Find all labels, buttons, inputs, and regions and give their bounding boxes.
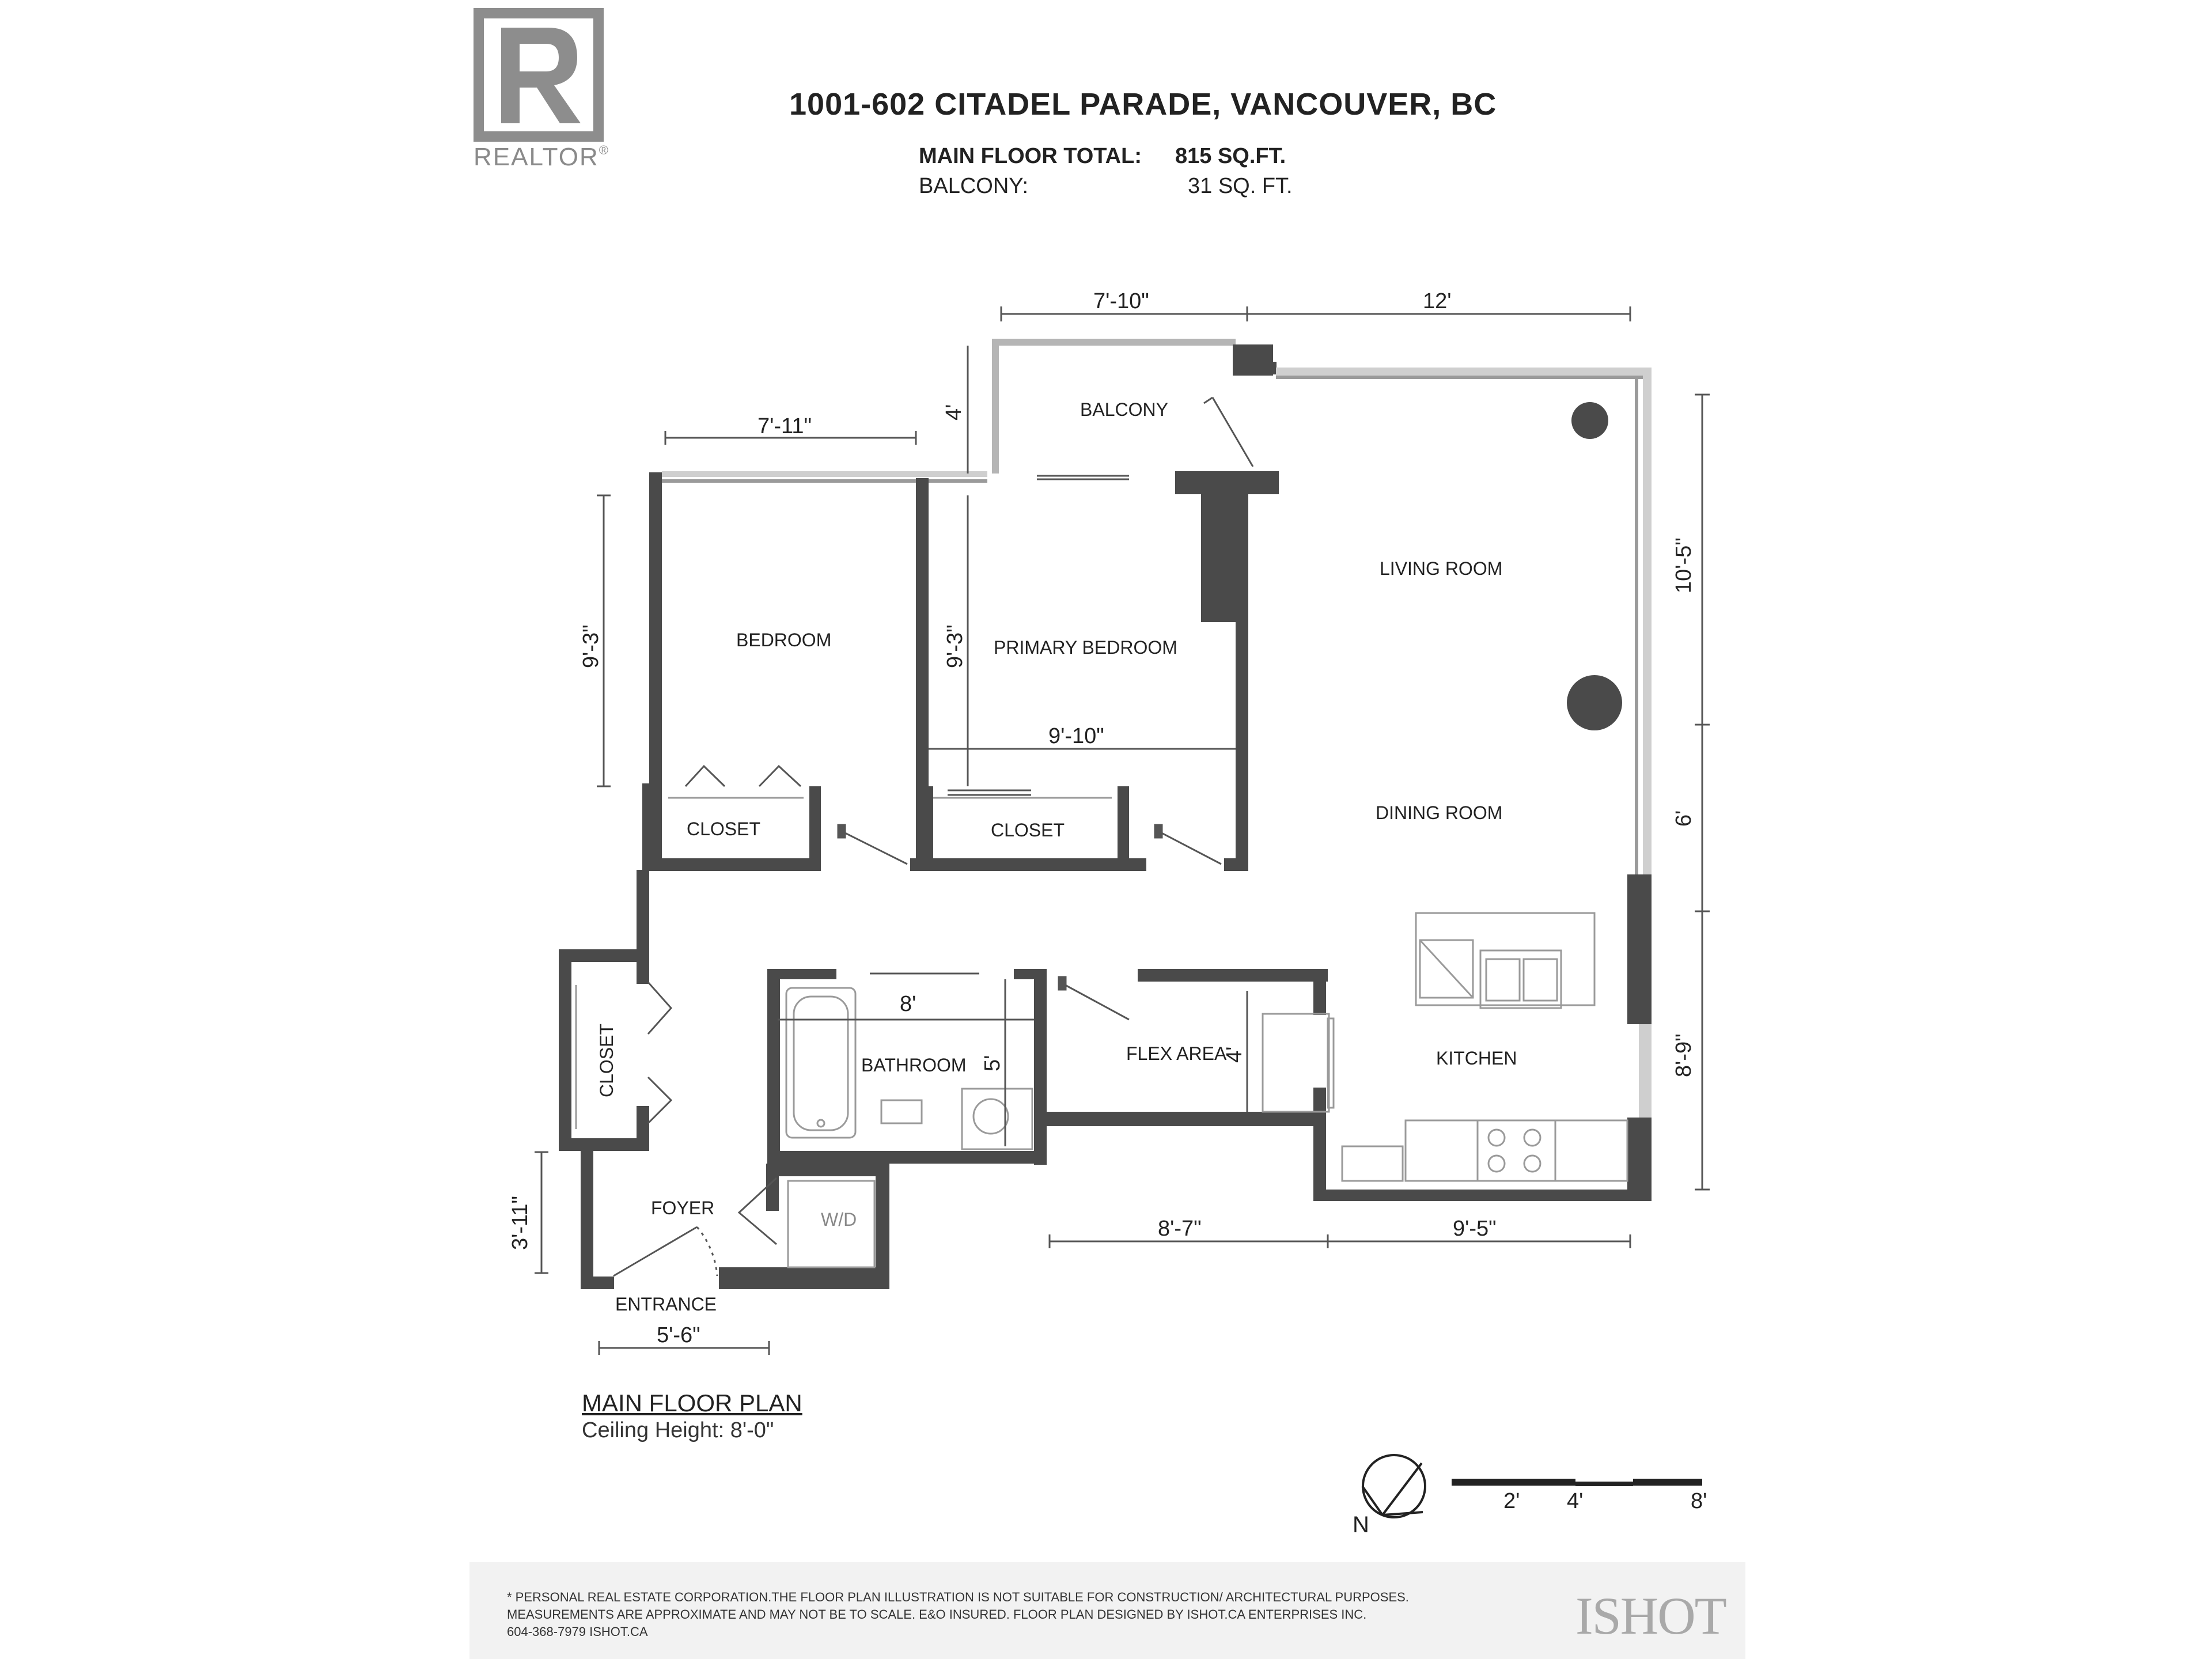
main-floor-value: 815 SQ.FT. — [1175, 144, 1286, 168]
footer-band — [469, 1562, 1745, 1659]
dim-kitchen-height: 8'-9" — [1672, 1033, 1696, 1077]
dim-foyer-height: 3'-11" — [508, 1196, 532, 1250]
label-bedroom: BEDROOM — [736, 630, 831, 650]
property-address: 1001-602 CITADEL PARADE, VANCOUVER, BC — [789, 87, 1497, 122]
registered-mark: ® — [599, 143, 609, 157]
scale-tick-4: 4' — [1567, 1489, 1583, 1513]
label-closet-primary: CLOSET — [991, 820, 1065, 840]
dim-primary-width: 9'-10" — [1048, 724, 1104, 748]
label-kitchen: KITCHEN — [1436, 1048, 1517, 1069]
dim-balcony-width: 7'-10" — [1093, 289, 1149, 313]
doors — [613, 396, 1254, 1277]
balcony-label: BALCONY: — [919, 174, 1029, 198]
plan-title: MAIN FLOOR PLAN — [582, 1389, 802, 1416]
ishot-logo: ISHOT — [1575, 1586, 1727, 1645]
label-foyer: FOYER — [651, 1198, 714, 1218]
dim-primary-height: 9'-3" — [943, 624, 967, 668]
dim-bedroom-height: 9'-3" — [579, 624, 603, 668]
label-balcony: BALCONY — [1080, 399, 1168, 420]
label-flex-area: FLEX AREA — [1126, 1043, 1227, 1064]
ceiling-height: Ceiling Height: 8'-0" — [582, 1418, 774, 1442]
dimension-lines — [535, 306, 1710, 1355]
fixtures — [575, 797, 1628, 1268]
label-dining-room: DINING ROOM — [1376, 802, 1502, 823]
dim-bath-width: 8' — [900, 992, 916, 1016]
scale-bar: 2' 4' 8' — [1452, 1479, 1707, 1513]
realtor-logo — [474, 8, 604, 142]
dim-kitchen-width: 9'-5" — [1453, 1217, 1497, 1241]
label-closet-bedroom: CLOSET — [687, 819, 760, 839]
footer-contact: 604-368-7979 ISHOT.CA — [507, 1624, 648, 1639]
dim-living-height: 10'-5" — [1672, 537, 1696, 593]
dim-balcony-height: 4' — [942, 404, 966, 421]
label-entrance: ENTRANCE — [615, 1294, 717, 1315]
dimension-labels: 7'-10" 12' 4' 7'-11" 9'-3" 9'-3" 9'-10" … — [508, 289, 1696, 1347]
dim-bedroom-width: 7'-11" — [757, 414, 812, 438]
dim-bath-height: 5' — [980, 1055, 1005, 1071]
label-bathroom: BATHROOM — [861, 1055, 967, 1075]
balcony-value: 31 SQ. FT. — [1188, 174, 1293, 198]
compass: N — [1353, 1454, 1426, 1537]
scale-tick-8: 8' — [1691, 1489, 1707, 1513]
label-wd: W/D — [821, 1209, 857, 1230]
compass-north-label: N — [1353, 1512, 1369, 1537]
dim-entrance-width: 5'-6" — [657, 1323, 700, 1347]
dim-dining-height: 6' — [1672, 810, 1696, 827]
scale-tick-2: 2' — [1503, 1489, 1520, 1513]
walls — [559, 339, 1652, 1289]
room-labels: BALCONY LIVING ROOM BEDROOM PRIMARY BEDR… — [596, 399, 1517, 1315]
dim-flex-height: 4' — [1222, 1047, 1247, 1063]
label-primary-bedroom: PRIMARY BEDROOM — [994, 637, 1177, 658]
realtor-word: REALTOR — [474, 143, 599, 171]
main-floor-label: MAIN FLOOR TOTAL: — [919, 144, 1142, 168]
dim-top-right: 12' — [1423, 289, 1452, 313]
label-living-room: LIVING ROOM — [1380, 558, 1502, 579]
footer-disclaimer-2: MEASUREMENTS ARE APPROXIMATE AND MAY NOT… — [507, 1607, 1367, 1622]
realtor-wordmark: REALTOR® — [474, 143, 609, 172]
footer-disclaimer-1: * PERSONAL REAL ESTATE CORPORATION.THE F… — [507, 1590, 1409, 1604]
label-closet-hall: CLOSET — [596, 1024, 617, 1097]
dim-flex-width: 8'-7" — [1158, 1217, 1202, 1241]
